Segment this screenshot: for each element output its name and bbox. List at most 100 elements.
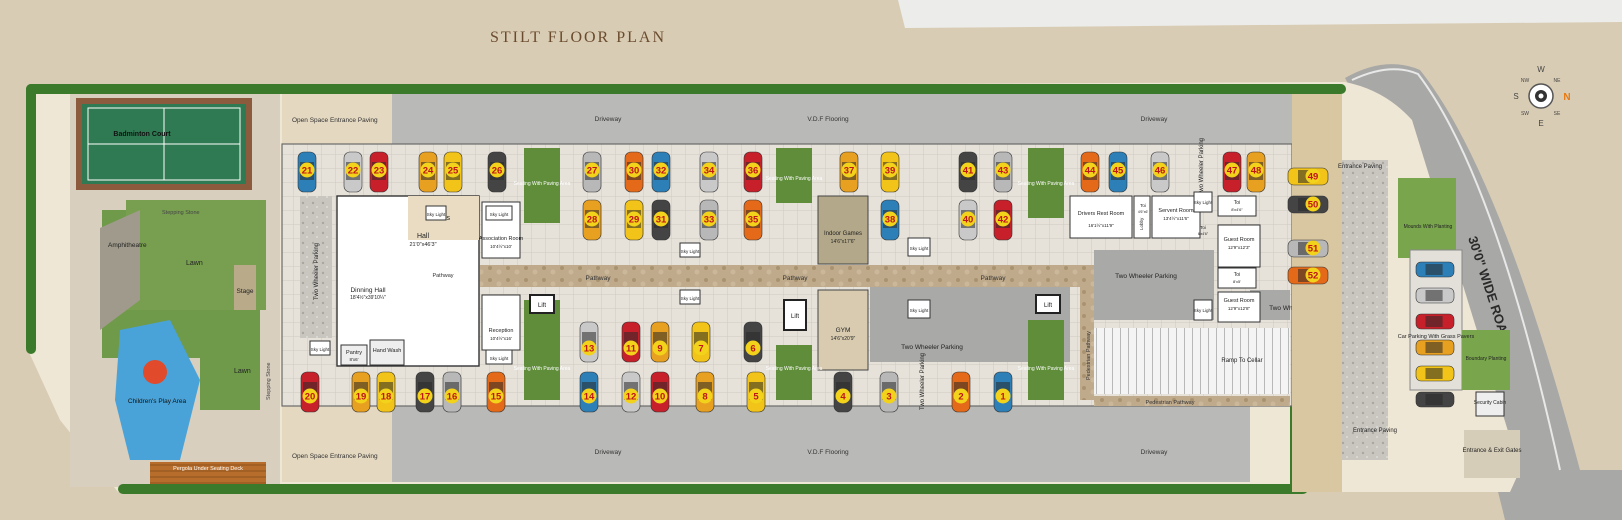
- space-2: 2: [953, 388, 969, 404]
- svg-text:20: 20: [305, 392, 316, 403]
- gym-label: GYM: [836, 327, 851, 334]
- pathway-label-hall: Pathway: [432, 273, 453, 279]
- svg-text:39: 39: [885, 166, 896, 177]
- gates-label: Entrance & Exit Gates: [1462, 448, 1521, 454]
- space-3: 3: [881, 388, 897, 404]
- svg-text:44: 44: [1085, 166, 1096, 177]
- lawn-label-1: Lawn: [186, 260, 203, 267]
- space-42: 42: [995, 211, 1011, 227]
- space-7: 7: [693, 340, 709, 356]
- driveway-label-3: Driveway: [595, 449, 622, 456]
- space-23: 23: [371, 162, 387, 178]
- ped-pathway-label-1: Pedestrian Pathway: [1086, 331, 1092, 380]
- open-space-bottom-label: Open Space Entrance Paving: [292, 453, 378, 460]
- svg-text:8: 8: [702, 392, 707, 403]
- driveway-label-4: Driveway: [1141, 449, 1168, 456]
- seating-gardens: [524, 148, 1064, 400]
- space-14: 14: [581, 388, 597, 404]
- compass-s: S: [1513, 92, 1518, 101]
- space-25: 25: [445, 162, 461, 178]
- svg-text:25: 25: [448, 166, 459, 177]
- amphitheatre-label: Amphitheatre: [108, 242, 147, 249]
- svg-text:41: 41: [963, 166, 974, 177]
- skylight-label-8: Sky Light: [910, 308, 929, 313]
- svg-text:35: 35: [748, 215, 759, 226]
- lift-label-2: Lift: [791, 314, 799, 320]
- compass-e: E: [1538, 119, 1543, 128]
- entrance-paving-top: Entrance Paving: [1338, 164, 1382, 170]
- badminton-label: Badminton Court: [113, 131, 171, 138]
- indoor-dim: 14'6"x17'6": [831, 239, 856, 245]
- svg-text:21: 21: [302, 166, 313, 177]
- space-24: 24: [420, 162, 436, 178]
- skylight-label-7: Sky Light: [910, 246, 929, 251]
- svg-text:12: 12: [626, 392, 637, 403]
- space-33: 33: [701, 211, 717, 227]
- space-46: 46: [1152, 162, 1168, 178]
- ramp-to-cellar: [1094, 328, 1290, 394]
- pantry-label: Pantry: [346, 350, 362, 356]
- indoor-label: Indoor Games: [824, 231, 862, 237]
- space-31: 31: [653, 211, 669, 227]
- drivers-dim: 16'1½"x11'9": [1088, 222, 1114, 228]
- car-grass-label: Car Parking With Grass Pavers: [1398, 334, 1475, 340]
- ramp-label: Ramp To Cellar: [1221, 358, 1262, 364]
- svg-text:34: 34: [704, 166, 715, 177]
- two-wheeler-label-top: Two Wheeler Parking: [1199, 138, 1205, 195]
- open-space-top-label: Open Space Entrance Paving: [292, 117, 378, 124]
- space-15: 15: [488, 388, 504, 404]
- pantry-dim: 8'x6': [350, 357, 359, 362]
- space-17: 17: [417, 388, 433, 404]
- svg-text:18: 18: [381, 392, 392, 403]
- vdf-label-bottom: V.D.F Flooring: [807, 449, 849, 456]
- seating-label-6: Seating With Paving Area: [1018, 366, 1075, 372]
- car-grass-1: [1415, 287, 1455, 304]
- svg-text:17: 17: [420, 392, 431, 403]
- compass-w: W: [1537, 65, 1545, 74]
- svg-text:16: 16: [447, 392, 458, 403]
- car-grass-5: [1415, 391, 1455, 408]
- association-label: Association Room: [479, 236, 524, 242]
- space-34: 34: [701, 162, 717, 178]
- space-27: 27: [584, 162, 600, 178]
- svg-text:36: 36: [748, 166, 759, 177]
- space-40: 40: [960, 211, 976, 227]
- guest2-label: Guest Room: [1224, 298, 1255, 304]
- seating-label-1: Seating With Paving Area: [514, 181, 571, 187]
- pathway-label-2: Pathway: [783, 275, 809, 282]
- svg-text:40: 40: [963, 215, 974, 226]
- skylight-label-1: Sky Light: [427, 212, 446, 217]
- space-21: 21: [299, 162, 315, 178]
- play-area-label: Children's Play Area: [128, 398, 187, 405]
- svg-text:9: 9: [657, 344, 662, 355]
- security-label: Security Cabin: [1474, 400, 1507, 406]
- space-22: 22: [345, 162, 361, 178]
- compass: W E S N NW NE SW SE: [1513, 65, 1570, 128]
- svg-text:27: 27: [587, 166, 598, 177]
- svg-text:37: 37: [844, 166, 855, 177]
- two-wheeler-label-bottom: Two Wheeler Parking: [920, 353, 926, 410]
- space-37: 37: [841, 162, 857, 178]
- pathway-label-1: Pathway: [586, 275, 612, 282]
- space-36: 36: [745, 162, 761, 178]
- space-5: 5: [748, 388, 764, 404]
- space-6: 6: [745, 340, 761, 356]
- space-51: 51: [1305, 240, 1321, 256]
- svg-text:50: 50: [1308, 200, 1319, 211]
- hall-label: Hall: [417, 233, 430, 240]
- entrance-paving-bottom: Entrance Paving: [1353, 428, 1397, 434]
- two-wheeler-label-center: Two Wheeler Parking: [901, 344, 963, 351]
- space-50: 50: [1305, 196, 1321, 212]
- space-13: 13: [581, 340, 597, 356]
- guest1-dim: 12'9"x12'3": [1228, 245, 1251, 250]
- lifts: [529, 294, 1061, 331]
- car-grass-2: [1415, 313, 1455, 330]
- dining-label: Dinning Hall: [350, 287, 386, 294]
- space-16: 16: [444, 388, 460, 404]
- vdf-label-top: V.D.F Flooring: [807, 116, 849, 123]
- svg-text:24: 24: [423, 166, 434, 177]
- pathway-label-3: Pathway: [981, 275, 1007, 282]
- space-8: 8: [697, 388, 713, 404]
- svg-text:22: 22: [348, 166, 359, 177]
- space-48: 48: [1248, 162, 1264, 178]
